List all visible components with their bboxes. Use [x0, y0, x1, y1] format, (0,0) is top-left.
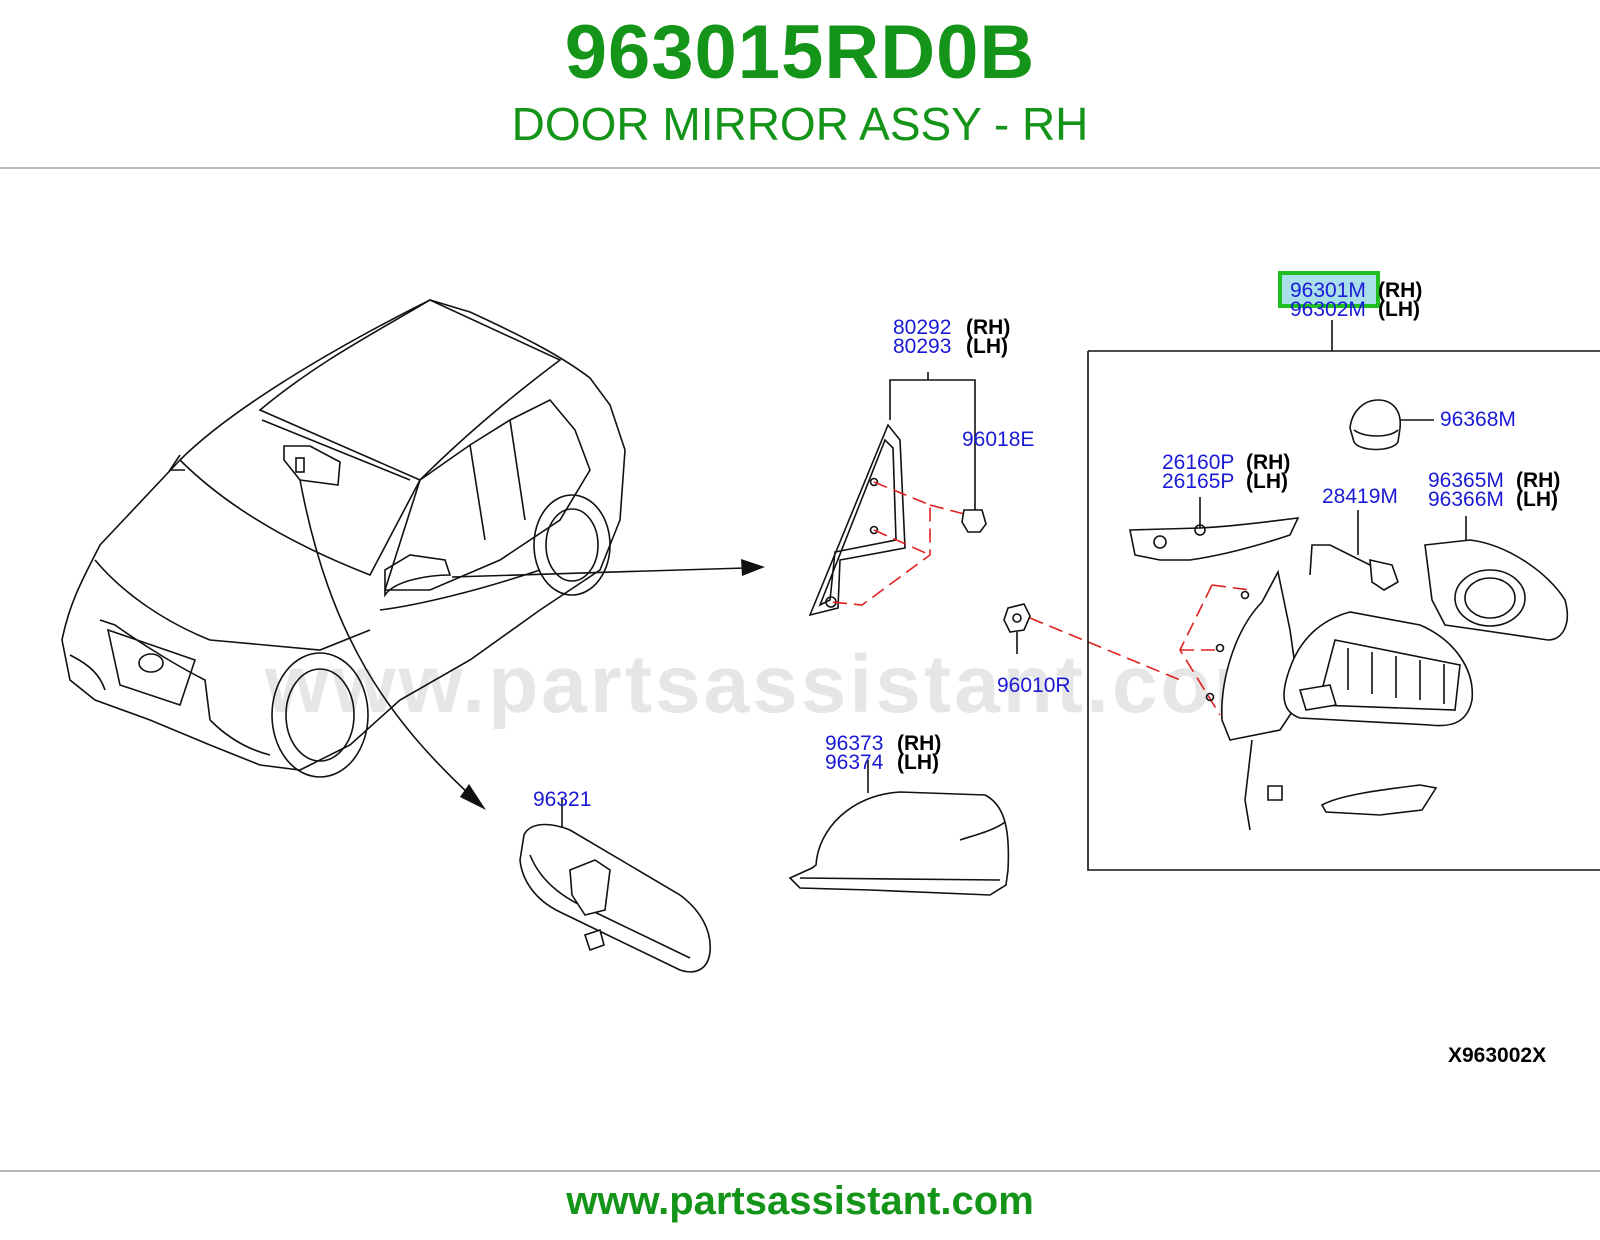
svg-text:96365M: 96365M: [1428, 469, 1504, 492]
svg-text:96302M: 96302M: [1290, 298, 1366, 321]
callout-96302M: 96302M (LH): [1290, 298, 1420, 321]
svg-text:(RH): (RH): [1378, 279, 1422, 302]
vehicle-illustration: [61, 299, 626, 778]
mirror-assembly-box: [1087, 320, 1600, 871]
svg-text:80293: 80293: [893, 335, 951, 358]
part-96373-mirror-cover: [788, 760, 1010, 896]
diagram-code: X963002X: [1448, 1044, 1546, 1067]
part-96321-inside-mirror: [519, 798, 711, 973]
callout-80293: 80293 (LH): [893, 335, 1008, 358]
svg-text:96366M: 96366M: [1428, 488, 1504, 511]
svg-text:80292: 80292: [893, 316, 951, 339]
callout-96368M: 96368M: [1440, 408, 1516, 431]
highlight-box: [1278, 271, 1380, 308]
svg-text:26165P: 26165P: [1162, 470, 1234, 493]
part-96365M-mirror-glass: [1424, 516, 1569, 641]
svg-text:(LH): (LH): [1246, 470, 1288, 493]
svg-text:96301M: 96301M: [1290, 279, 1366, 302]
svg-text:96373: 96373: [825, 732, 883, 755]
page-title: 963015RD0B: [564, 10, 1036, 95]
callout-96373: 96373 (RH): [825, 732, 941, 755]
callout-96366M: 96366M (LH): [1428, 488, 1558, 511]
footer-divider: [0, 1170, 1600, 1172]
svg-text:(RH): (RH): [966, 316, 1010, 339]
callout-96301M: 96301M (RH): [1290, 279, 1422, 302]
callout-26165P: 26165P (LH): [1162, 470, 1288, 493]
svg-text:(LH): (LH): [1378, 298, 1420, 321]
callout-96018E: 96018E: [962, 428, 1034, 451]
svg-text:(LH): (LH): [966, 335, 1008, 358]
svg-text:(LH): (LH): [1516, 488, 1558, 511]
part-26160P-turn-lamp: [1129, 497, 1300, 561]
part-96368M-grommet: [1349, 399, 1434, 451]
callout-80292: 80292 (RH): [893, 316, 1010, 339]
part-96010R-nut: [1003, 603, 1186, 683]
mirror-housing: [1179, 569, 1474, 831]
part-80292-corner-finisher: [808, 372, 987, 617]
callout-96365M: 96365M (RH): [1428, 469, 1560, 492]
svg-text:(RH): (RH): [1246, 451, 1290, 474]
svg-text:26160P: 26160P: [1162, 451, 1234, 474]
watermark: www.partsassistant.com: [264, 639, 1290, 730]
callout-26160P: 26160P (RH): [1162, 451, 1290, 474]
callout-28419M: 28419M: [1322, 485, 1398, 508]
reference-arrows: [299, 479, 765, 810]
svg-text:(LH): (LH): [897, 751, 939, 774]
part-28419M-harness: [1309, 510, 1399, 591]
footer-link[interactable]: www.partsassistant.com: [566, 1179, 1034, 1223]
callout-96321: 96321: [533, 788, 591, 811]
svg-text:96374: 96374: [825, 751, 884, 774]
svg-text:(RH): (RH): [1516, 469, 1560, 492]
callout-96374: 96374 (LH): [825, 751, 939, 774]
page-subtitle: DOOR MIRROR ASSY - RH: [511, 98, 1089, 150]
header-divider: [0, 167, 1600, 169]
svg-text:(RH): (RH): [897, 732, 941, 755]
callout-96010R: 96010R: [997, 674, 1071, 697]
